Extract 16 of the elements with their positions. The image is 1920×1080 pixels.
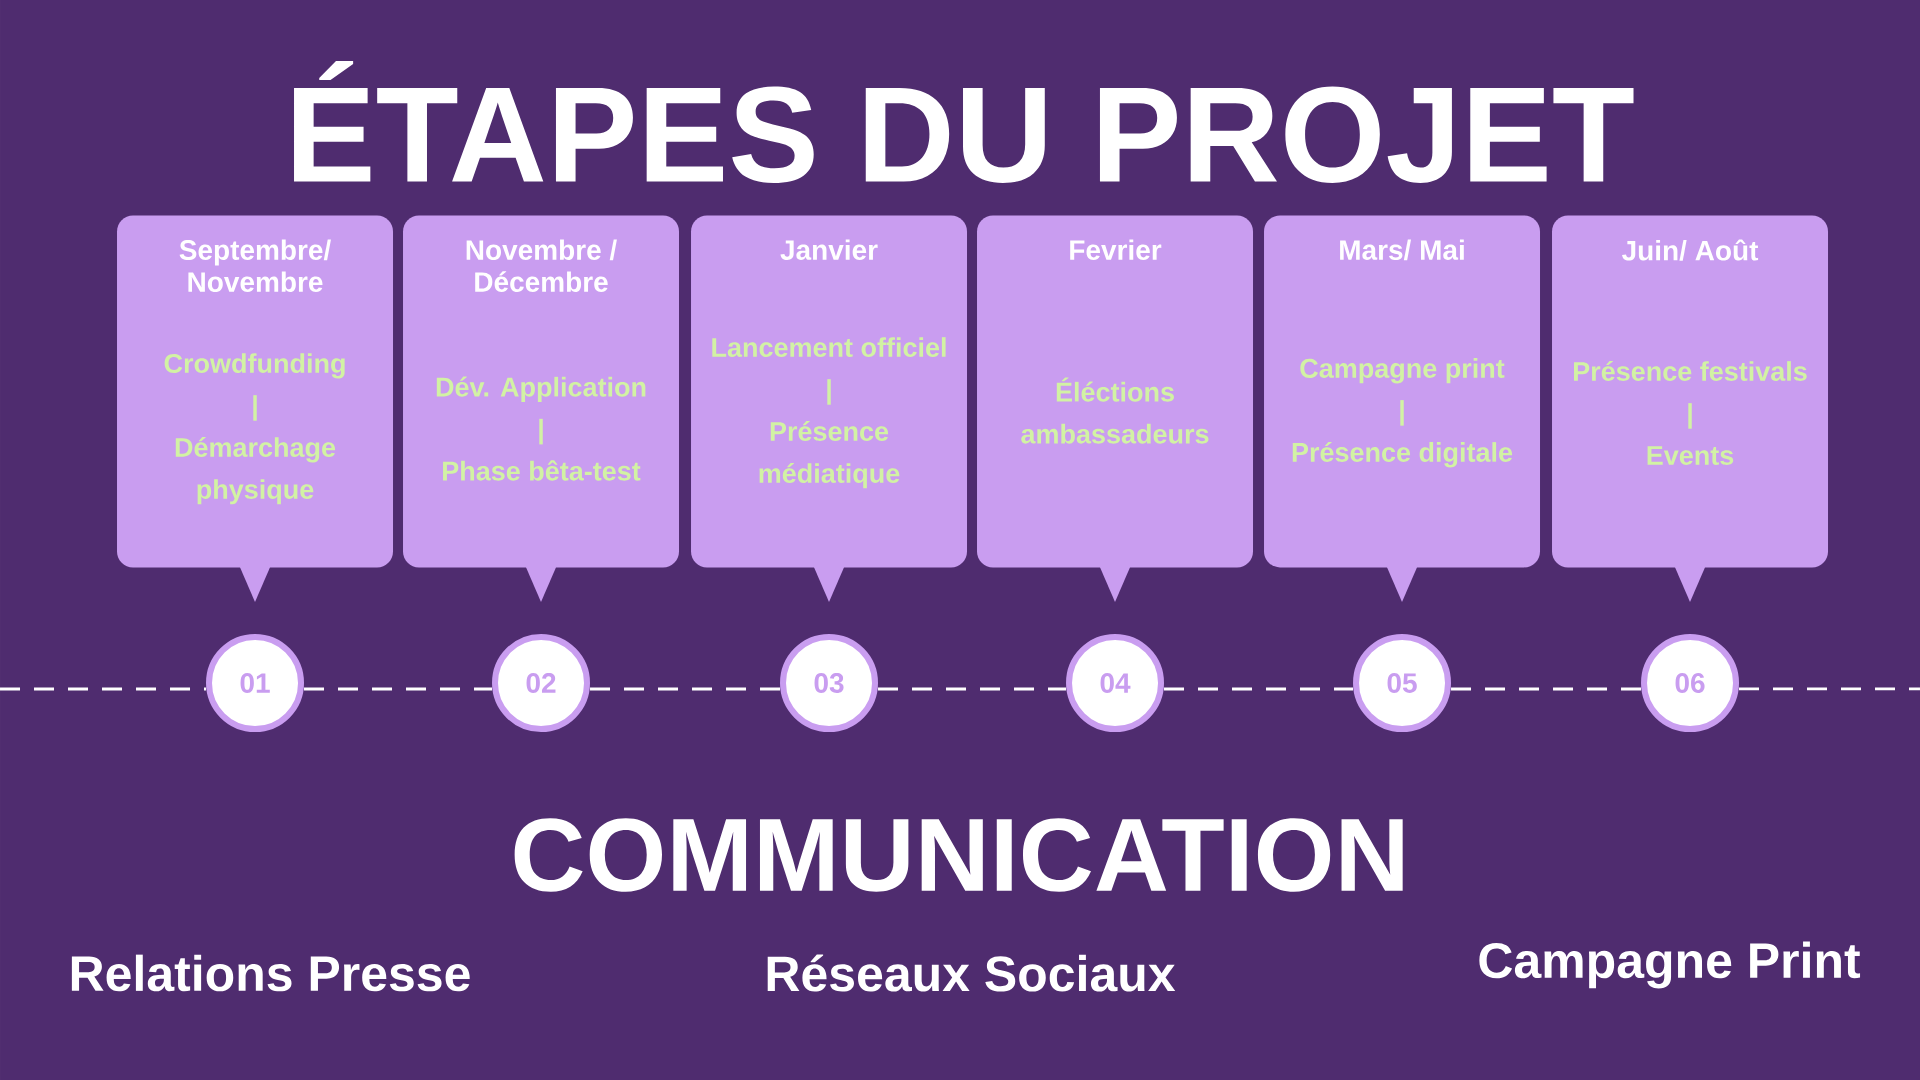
label: Réseaux Sociaux [767,954,1176,992]
timeline-line [1164,687,1353,691]
timeline-line [878,687,1066,691]
section-heading: COMMUNICATION [514,818,1403,892]
timeline-line [304,687,492,691]
callout-box: Fevrier Éléctions ambassadeurs [977,215,1253,602]
timeline-line [590,687,780,691]
callout-box: Juin/ Août Présence festivals | Events [1552,215,1828,602]
callout-box: Mars/ Mai Campagne print | Présence digitale [1264,215,1540,602]
label: Relations Presse [71,954,470,992]
callout-box: Septembre/ Novembre Crowdfunding | Démarchage physique [117,215,393,602]
timeline-line [1451,687,1641,691]
callout-box: Novembre / Décembre Dév. Application | Phase bêta-test [403,215,679,602]
label: Campagne Print [1479,941,1861,989]
title: ÉTAPES DU PROJET [294,61,1634,183]
callout-box: Janvier Lancement officiel | Présence médiatique [691,215,967,602]
